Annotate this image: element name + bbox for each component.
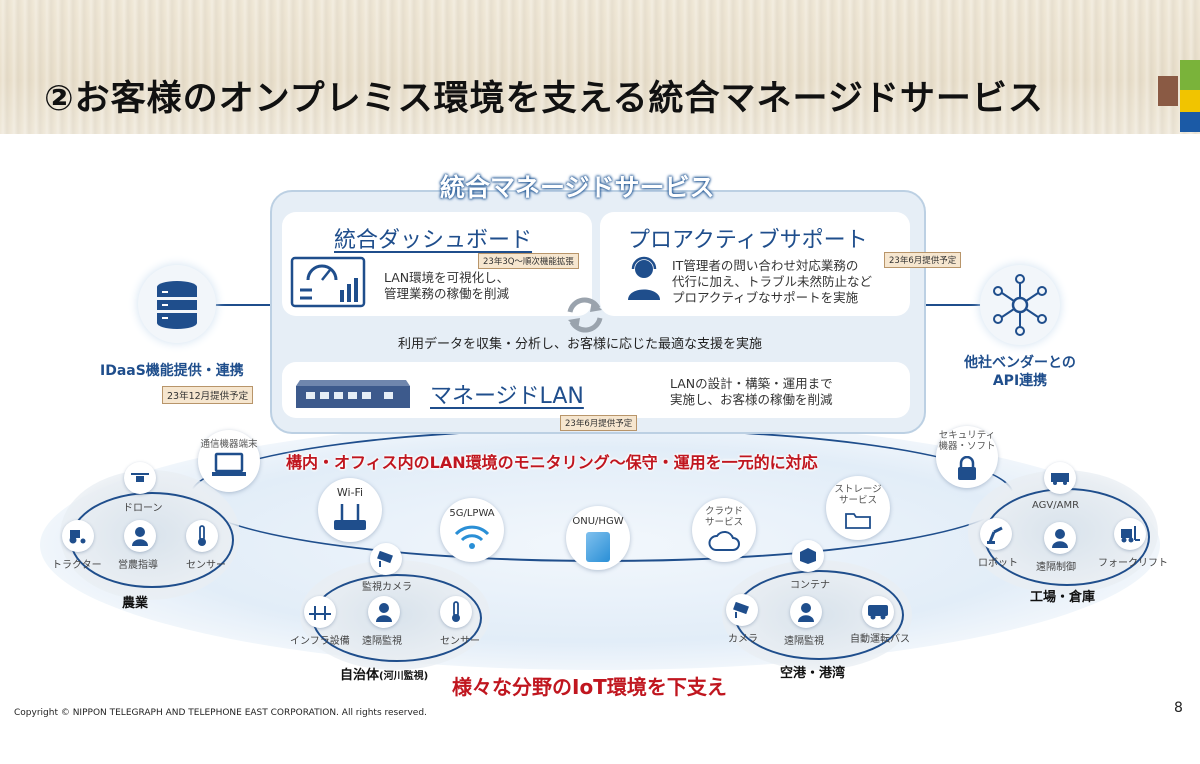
robot-node (980, 518, 1012, 550)
managed-lan-desc: LANの設計・構築・運用まで 実施し、お客様の稼働を削減 (670, 376, 833, 407)
remote-monitor-node-muni (368, 596, 400, 628)
factory-item-0: AGV/AMR (1032, 500, 1080, 511)
port-item-3: 自動運転バス (850, 634, 910, 645)
cloud-icon (708, 530, 740, 556)
support-agent-icon (624, 256, 664, 300)
idaas-badge: 23年12月提供予定 (162, 386, 254, 404)
bus-icon (867, 604, 889, 624)
agriculture-item-3: センサー (186, 560, 226, 571)
forklift-node (1114, 518, 1146, 550)
accent-bar-green (1180, 60, 1200, 90)
proactive-badge: 23年6月提供予定 (884, 252, 962, 268)
dashboard-badge: 23年3Q～順次機能拡張 (478, 253, 579, 269)
person-icon (375, 602, 393, 626)
lock-icon (956, 455, 978, 486)
municipality-item-3: センサー (440, 636, 480, 647)
iot-support-text: 様々な分野のIoT環境を下支え (452, 675, 727, 699)
right-connector (921, 304, 981, 306)
idaas-label: IDaaS機能提供・連携 (100, 363, 244, 379)
network-switch-icon (294, 372, 412, 412)
agriculture-item-2: 営農指導 (118, 560, 158, 571)
ring-node-storage: ストレージ サービス (826, 476, 890, 540)
sensor-node-agri (186, 520, 218, 552)
laptop-icon (212, 452, 246, 482)
ring-node-onu: ONU/HGW (566, 506, 630, 570)
factory-title: 工場・倉庫 (1030, 590, 1096, 605)
thermometer-icon (197, 525, 207, 551)
accent-bar-yellow (1180, 90, 1200, 112)
person-icon (1051, 528, 1069, 552)
robot-arm-icon (986, 524, 1006, 548)
security-camera-icon (376, 550, 398, 571)
lan-monitoring-banner: 構内・オフィス内のLAN環境のモニタリング～保守・運用を一元的に対応 (286, 453, 818, 472)
container-node (792, 540, 824, 572)
infra-node (304, 596, 336, 628)
security-camera-icon (732, 601, 754, 622)
network-hub-icon (980, 265, 1060, 345)
factory-item-3: フォークリフト (1098, 558, 1168, 569)
dashboard-title: 統合ダッシュボード (334, 228, 533, 253)
port-item-2: 遠隔監視 (784, 636, 824, 647)
left-connector (215, 304, 271, 306)
municipality-item-0: 監視カメラ (362, 582, 412, 593)
municipality-title: 自治体(河川監視) (340, 668, 429, 683)
managed-lan-title: マネージドLAN (430, 384, 584, 409)
municipality-item-2: 遠隔監視 (362, 636, 402, 647)
accent-bar-brown (1158, 76, 1178, 106)
managed-lan-badge: 23年6月提供予定 (560, 415, 638, 431)
camera-node-muni (370, 543, 402, 575)
drone-node (124, 462, 156, 494)
port-title: 空港・港湾 (780, 666, 846, 681)
ring-node-wifi: Wi-Fi (318, 478, 382, 542)
copyright: Copyright © NIPPON TELEGRAPH AND TELEPHO… (14, 708, 427, 718)
farming-guidance-node (124, 520, 156, 552)
port-item-1: カメラ (728, 634, 758, 645)
agriculture-item-1: トラクター (52, 560, 102, 571)
person-icon (797, 602, 815, 626)
dashboard-icon (290, 256, 366, 308)
factory-item-2: 遠隔制御 (1036, 562, 1076, 573)
bridge-icon (309, 604, 331, 624)
ring-node-terminal: 通信機器端末 (198, 430, 260, 492)
page-number: 8 (1174, 700, 1183, 716)
wireless-icon (454, 524, 490, 554)
remote-monitor-node-port (790, 596, 822, 628)
database-icon (138, 265, 216, 343)
page-title: ②お客様のオンプレミス環境を支える統合マネージドサービス (44, 79, 1044, 119)
panel-title: 統合マネージドサービス (440, 173, 715, 202)
agriculture-title: 農業 (122, 596, 149, 611)
port-item-0: コンテナ (790, 580, 830, 591)
ring-node-security: セキュリティ 機器・ソフト (936, 426, 998, 488)
tractor-node (62, 520, 94, 552)
proactive-title: プロアクティブサポート (628, 228, 868, 253)
folder-icon (844, 510, 872, 534)
agv-node (1044, 462, 1076, 494)
drone-icon (129, 471, 151, 490)
ring-node-5g: 5G/LPWA (440, 498, 504, 562)
container-icon (799, 547, 817, 569)
bus-node (862, 596, 894, 628)
forklift-icon (1119, 525, 1141, 547)
refresh-cycle-icon (562, 292, 608, 338)
factory-item-1: ロボット (978, 558, 1018, 569)
onu-device-icon (586, 532, 610, 562)
accent-bar-blue (1180, 112, 1200, 132)
ring-node-cloud: クラウド サービス (692, 498, 756, 562)
agriculture-item-0: ドローン (123, 503, 163, 514)
tractor-icon (68, 528, 88, 548)
person-icon (131, 526, 149, 550)
remote-control-node (1044, 522, 1076, 554)
agv-icon (1050, 470, 1070, 490)
proactive-desc: IT管理者の問い合わせ対応業務の 代行に加え、トラブル未然防止など プロアクティ… (672, 258, 873, 305)
municipality-item-1: インフラ設備 (290, 636, 350, 647)
sensor-node-muni (440, 596, 472, 628)
thermometer-icon (451, 601, 461, 627)
dashboard-desc: LAN環境を可視化し、 管理業務の稼働を削減 (384, 270, 510, 301)
camera-node-port (726, 594, 758, 626)
header-band (0, 0, 1200, 134)
panel-center-text: 利用データを収集・分析し、お客様に応じた最適な支援を実施 (398, 337, 763, 352)
wifi-router-icon (332, 502, 368, 536)
api-label: 他社ベンダーとの API連携 (964, 355, 1076, 389)
